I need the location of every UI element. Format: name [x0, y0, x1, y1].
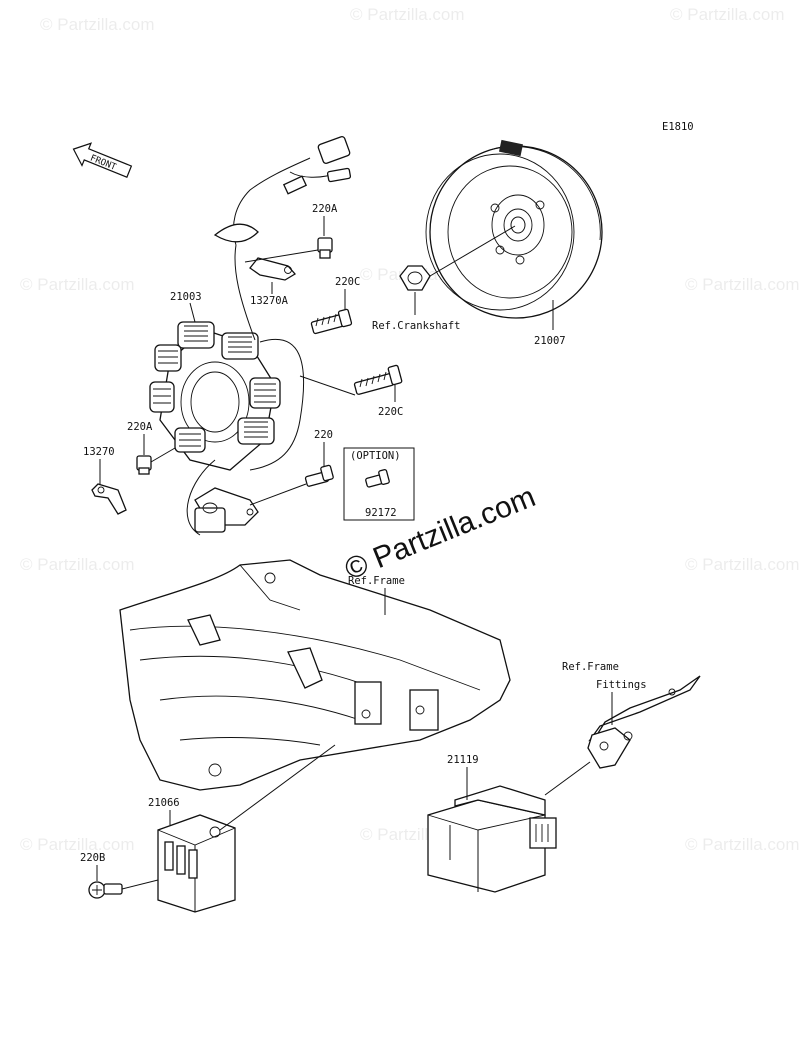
label-220: 220 [314, 429, 333, 441]
label-220C-top: 220C [335, 276, 360, 288]
wire-harness [186, 136, 352, 536]
label-ref-frame-fittings-1: Ref.Frame [562, 661, 619, 673]
bolt-220B [88, 881, 123, 899]
front-arrow-icon: FRONT [72, 142, 133, 178]
watermark: © Partzilla.com [20, 835, 135, 854]
label-220A-top: 220A [312, 203, 338, 215]
rotor-21007 [425, 139, 603, 319]
bolt-220A-left [136, 455, 152, 475]
diagram-code: E1810 [662, 121, 694, 133]
stator-21003 [149, 321, 281, 471]
bracket-13270A [249, 257, 297, 281]
label-220C-mid: 220C [378, 406, 403, 418]
frame [119, 559, 511, 791]
label-220B: 220B [80, 852, 105, 864]
watermark: © Partzilla.com [20, 555, 135, 574]
label-ref-crankshaft: Ref.Crankshaft [372, 320, 461, 332]
watermark: © Partzilla.com [20, 275, 135, 294]
watermark: © Partzilla.com [670, 5, 785, 24]
bolt-220A-top [317, 237, 333, 259]
label-21066: 21066 [148, 797, 180, 809]
crankshaft-nut [399, 265, 431, 291]
cdi-unit-21119 [427, 785, 557, 893]
watermark: © Partzilla.com [685, 555, 800, 574]
bracket-13270 [91, 483, 127, 515]
option-box-part: 92172 [365, 507, 397, 519]
option-box-title: (OPTION) [350, 450, 401, 462]
label-ref-frame-fittings-2: Fittings [596, 679, 647, 691]
watermark: © Partzilla.com [685, 835, 800, 854]
label-13270A: 13270A [250, 295, 289, 307]
watermark: © Partzilla.com [40, 15, 155, 34]
label-21003: 21003 [170, 291, 202, 303]
label-ref-frame: Ref.Frame [348, 575, 405, 587]
bolt-220C-top [310, 308, 353, 335]
option-box: (OPTION) 92172 [343, 447, 415, 521]
pickup-coil [194, 487, 259, 533]
label-13270: 13270 [83, 446, 115, 458]
bolt-220 [304, 464, 334, 487]
regulator-21066 [157, 814, 236, 913]
frame-fittings [587, 675, 701, 769]
bolt-220C-mid [353, 364, 403, 395]
label-21007: 21007 [534, 335, 566, 347]
watermark: © Partzilla.com [350, 5, 465, 24]
label-220A-left: 220A [127, 421, 153, 433]
watermark: © Partzilla.com [685, 275, 800, 294]
label-21119: 21119 [447, 754, 479, 766]
